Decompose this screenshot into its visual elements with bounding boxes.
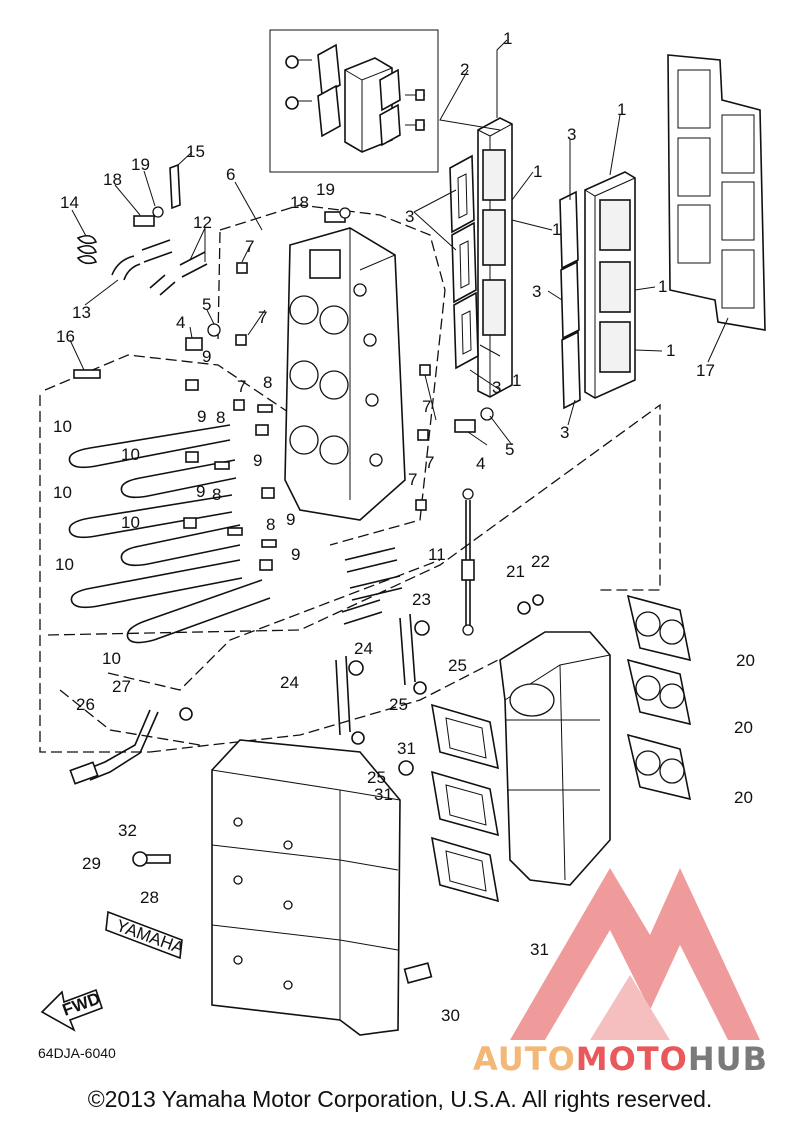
callout-32: 32 [118,821,137,840]
callout-18: 18 [103,170,122,189]
callout-10: 10 [53,417,72,436]
callout-21: 21 [506,562,525,581]
callout-25: 25 [367,768,386,787]
callout-13: 13 [72,303,91,322]
callout-2: 2 [460,60,469,79]
callout-26: 26 [76,695,95,714]
leader-lines [69,39,729,446]
callout-10: 10 [121,445,140,464]
callout-9: 9 [291,545,300,564]
callout-8: 8 [216,408,225,427]
callout-3: 3 [492,378,501,397]
diagram-code: 64DJA-6040 [38,1045,116,1061]
callout-3: 3 [560,423,569,442]
callout-numbers: 1 2 1 1 3 3 1 3 1 1 3 17 1 3 15 19 18 14… [53,29,755,1025]
callout-4: 4 [176,313,185,332]
callout-9: 9 [196,482,205,501]
callout-3: 3 [532,282,541,301]
dashed-boundary-lines [39,204,661,753]
carburetor-assembly [430,594,692,903]
callout-9: 9 [286,510,295,529]
callout-22: 22 [531,552,550,571]
callout-16: 16 [56,327,75,346]
hoses-10 [68,424,271,644]
reed-block-upper [449,117,513,398]
watermark-brand: AUTOMOTOHUB [473,1040,769,1078]
decal-text: YAMAHA [114,916,187,958]
callout-3: 3 [567,125,576,144]
callout-31: 31 [397,739,416,758]
reed-detail-inset [269,29,439,173]
callout-15: 15 [186,142,205,161]
callout-7: 7 [258,308,267,327]
callout-18: 18 [290,193,309,212]
callout-10: 10 [55,555,74,574]
callout-1: 1 [503,29,512,48]
callout-7: 7 [245,237,254,256]
callout-6: 6 [226,165,235,184]
callout-29: 29 [82,854,101,873]
callout-20: 20 [736,651,755,670]
hoses-11-12-13 [111,239,403,625]
callout-1: 1 [512,371,521,390]
small-fittings [73,163,494,571]
callout-10: 10 [53,483,72,502]
callout-5: 5 [505,440,514,459]
callout-5: 5 [202,295,211,314]
watermark-logo [510,868,760,1040]
callout-25: 25 [448,656,467,675]
reed-block-right [559,171,636,410]
callout-8: 8 [263,373,272,392]
callout-7: 7 [237,377,246,396]
callout-19: 19 [316,180,335,199]
callout-20: 20 [734,718,753,737]
callout-9: 9 [197,407,206,426]
callout-9: 9 [202,347,211,366]
callout-7: 7 [422,397,431,416]
callout-20: 20 [734,788,753,807]
callout-12: 12 [193,213,212,232]
intake-manifold-6 [284,227,406,521]
callout-11: 11 [428,545,446,564]
copyright-notice: ©2013 Yamaha Motor Corporation, U.S.A. A… [87,1086,713,1112]
callout-1: 1 [666,341,675,360]
callout-19: 19 [131,155,150,174]
callout-27: 27 [112,677,131,696]
callout-10: 10 [121,513,140,532]
callout-1: 1 [658,277,667,296]
callout-14: 14 [60,193,79,212]
callout-1: 1 [533,162,542,181]
callout-8: 8 [212,485,221,504]
callout-23: 23 [412,590,431,609]
callout-25: 25 [389,695,408,714]
callout-1: 1 [552,220,561,239]
callout-24: 24 [280,673,299,692]
callout-31: 31 [530,940,549,959]
callout-31: 31 [374,785,393,804]
link-rod-23 [461,488,544,636]
intake-silencer-28 [132,739,433,1036]
callout-1: 1 [617,100,626,119]
callout-3: 3 [405,207,414,226]
callout-10: 10 [102,649,121,668]
callout-8: 8 [266,515,275,534]
callout-24: 24 [354,639,373,658]
links-24-25 [335,613,430,776]
callout-7: 7 [425,453,434,472]
callout-28: 28 [140,888,159,907]
gasket-17 [667,54,766,331]
hose-26-and-decal: YAMAHA FWD [40,707,193,1032]
callout-30: 30 [441,1006,460,1025]
callout-17: 17 [696,361,715,380]
callout-9: 9 [253,451,262,470]
callout-7: 7 [408,470,417,489]
callout-4: 4 [476,454,485,473]
